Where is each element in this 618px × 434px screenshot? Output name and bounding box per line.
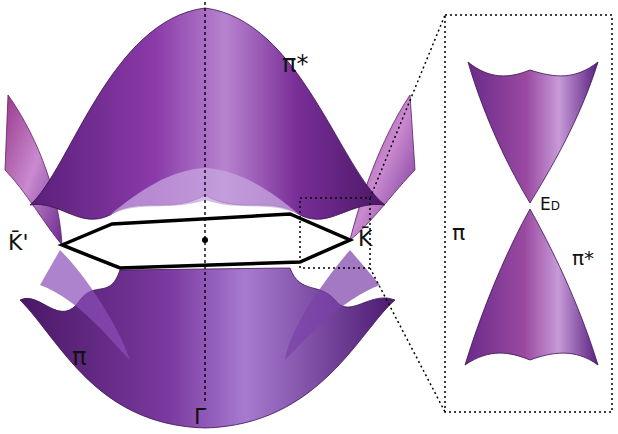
band-label: π — [72, 345, 86, 369]
k-point-label: K̄ — [358, 228, 372, 250]
band-label: π — [452, 222, 465, 244]
dirac-energy-label: ED — [540, 196, 560, 213]
band-label: π* — [572, 248, 594, 268]
k-point-label: K̄' — [8, 232, 28, 254]
band-label: π* — [282, 52, 308, 76]
gamma-point-label: Γ̄ — [194, 406, 206, 428]
